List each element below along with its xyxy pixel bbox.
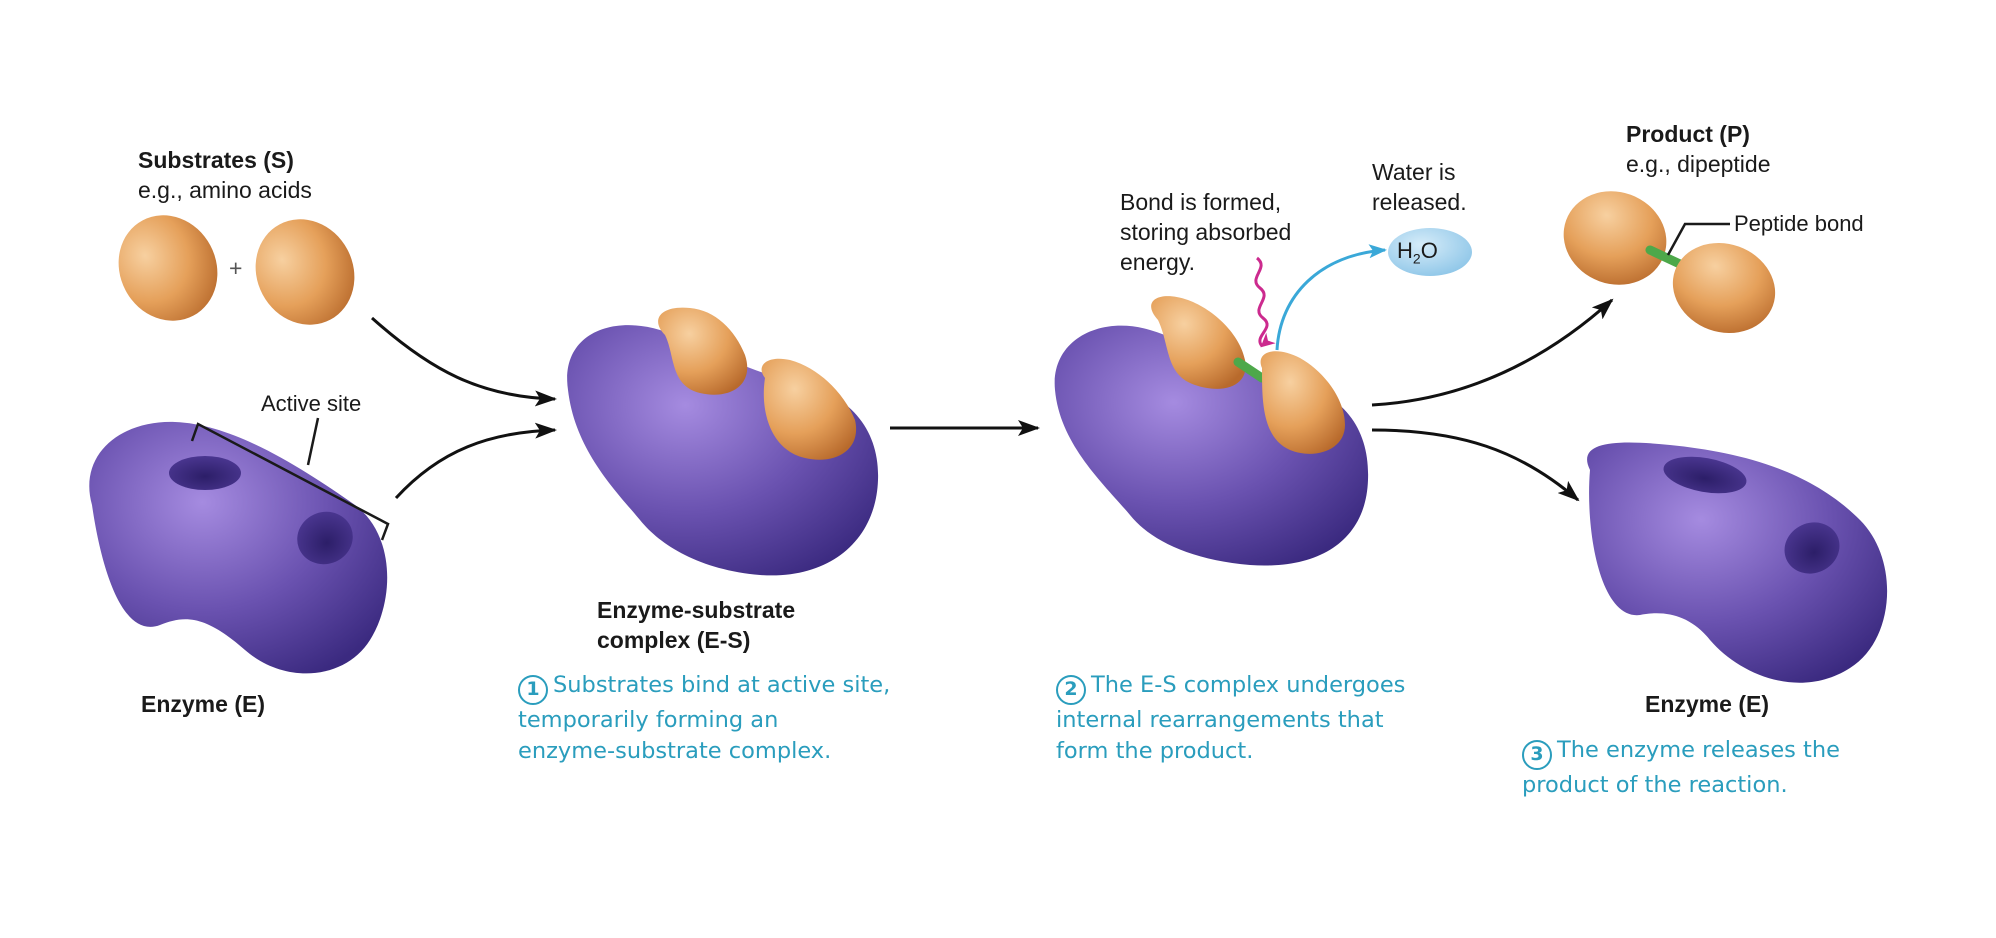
water-molecule — [1388, 228, 1472, 276]
enzyme-left-label: Enzyme (E) — [141, 691, 265, 717]
substrate-molecule-a — [118, 215, 218, 321]
es-complex-label-line2: complex (E-S) — [597, 627, 751, 653]
active-site-pocket-b — [297, 511, 353, 565]
arrow-to-enzyme — [1371, 428, 1580, 502]
step-2-number: 2 — [1056, 675, 1086, 705]
new-bond — [1233, 357, 1267, 383]
active-site-bracket — [190, 417, 390, 541]
water-released-line2: released. — [1372, 189, 1467, 215]
enzyme-right-pocket-a — [1663, 456, 1747, 494]
peptide-bond — [1645, 245, 1687, 270]
step-1-number: 1 — [518, 675, 548, 705]
enzyme-right — [1587, 442, 1888, 683]
substrate-molecule-b — [255, 219, 355, 325]
bond-formed-line2: storing absorbed — [1120, 219, 1292, 245]
peptide-bond-leader — [1666, 222, 1730, 256]
water-formula: H2O — [1397, 238, 1438, 267]
product-example: e.g., dipeptide — [1626, 151, 1771, 177]
plus-sign: + — [229, 255, 243, 281]
substrates-example: e.g., amino acids — [138, 177, 312, 203]
step-3-number: 3 — [1522, 740, 1552, 770]
product-title: Product (P) — [1626, 121, 1750, 147]
arrow-to-product — [1371, 298, 1614, 407]
water-released-line1: Water is — [1372, 159, 1456, 185]
arrow-substrates-to-complex — [370, 316, 557, 407]
substrates-title: Substrates (S) — [138, 147, 294, 173]
dipeptide-product — [1563, 191, 1776, 334]
arrow-enzyme-to-complex — [394, 422, 557, 500]
enzyme-product-complex — [1054, 296, 1369, 566]
enzyme-right-label: Enzyme (E) — [1645, 691, 1769, 717]
energy-squiggle-arrow — [1254, 256, 1276, 348]
enzyme-substrate-complex — [567, 307, 879, 576]
peptide-bond-label: Peptide bond — [1734, 211, 1864, 236]
active-site-pocket-a — [169, 456, 241, 490]
active-site-label: Active site — [261, 391, 362, 416]
es-complex-label-line1: Enzyme-substrate — [597, 597, 796, 623]
water-release-arrow — [1275, 244, 1387, 351]
bond-formed-line3: energy. — [1120, 249, 1196, 275]
bond-formed-line1: Bond is formed, — [1120, 189, 1282, 215]
enzyme-right-pocket-b — [1784, 522, 1840, 574]
enzyme-left — [89, 421, 388, 674]
